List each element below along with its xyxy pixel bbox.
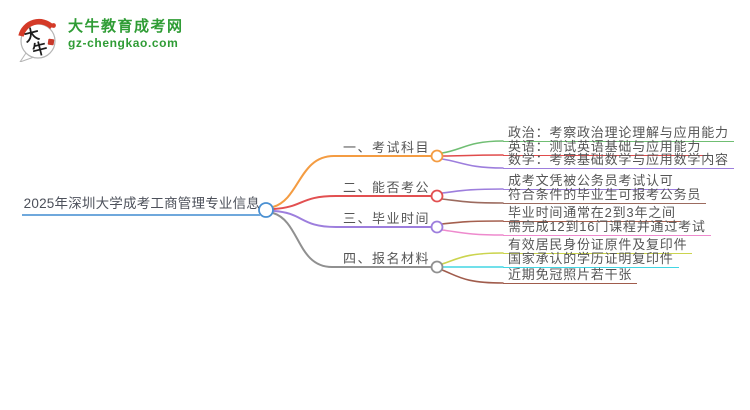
svg-text:牛: 牛 [30, 39, 49, 60]
leaf-connector [441, 252, 504, 265]
daniu-bubble-logo-icon: 大 牛 [18, 18, 56, 62]
branch-node-handle-1[interactable] [430, 149, 444, 163]
leaf-label[interactable]: 政治：考察政治理论理解与应用能力 [503, 126, 734, 142]
leaf-connector [441, 229, 504, 236]
central-node-handle[interactable] [258, 202, 274, 218]
branch-label-application-materials[interactable]: 四、报名材料 [342, 251, 430, 266]
site-logo[interactable]: 大 牛 大牛教育成考网 gz-chengkao.com [10, 8, 182, 64]
leaf-label[interactable]: 需完成12到16门课程并通过考试 [503, 220, 711, 236]
leaf-connector [441, 158, 504, 169]
leaf-label[interactable]: 数学：考察基础数学与应用数学内容 [503, 153, 734, 169]
branch-node-handle-2[interactable] [430, 189, 444, 203]
branch-connector-2 [273, 195, 432, 210]
leaf-connector [441, 198, 504, 204]
branch-label-civil-service[interactable]: 二、能否考公 [342, 180, 430, 195]
logo-domain-text: gz-chengkao.com [68, 36, 179, 50]
branch-connector-4 [272, 212, 432, 268]
leaf-label[interactable]: 有效居民身份证原件及复印件 [503, 238, 693, 254]
branch-label-exam-subjects[interactable]: 一、考试科目 [342, 140, 430, 155]
leaf-label[interactable]: 国家承认的学历证明复印件 [503, 252, 679, 268]
leaf-connector [441, 269, 504, 284]
branch-connector-1 [272, 155, 432, 208]
branch-connector-3 [273, 210, 432, 228]
svg-text:大: 大 [22, 25, 41, 46]
leaf-label[interactable]: 毕业时间通常在2到3年之间 [503, 206, 681, 222]
leaf-connector [441, 188, 504, 194]
branch-node-handle-3[interactable] [430, 220, 444, 234]
leaf-label[interactable]: 成考文凭被公务员考试认可 [503, 174, 679, 190]
branch-label-graduation-time[interactable]: 三、毕业时间 [342, 211, 430, 226]
leaf-label[interactable]: 近期免冠照片若干张 [503, 268, 638, 284]
leaf-connector [442, 154, 504, 157]
leaf-label[interactable]: 英语：测试英语基础与应用能力 [503, 140, 707, 156]
leaf-connector [441, 140, 504, 154]
logo-brand-text: 大牛教育成考网 [68, 18, 184, 35]
leaf-label[interactable]: 符合条件的毕业生可报考公务员 [503, 188, 707, 204]
branch-node-handle-4[interactable] [430, 260, 444, 274]
leaf-connector [441, 220, 504, 225]
central-topic[interactable]: 2025年深圳大学成考工商管理专业信息 [22, 195, 260, 216]
